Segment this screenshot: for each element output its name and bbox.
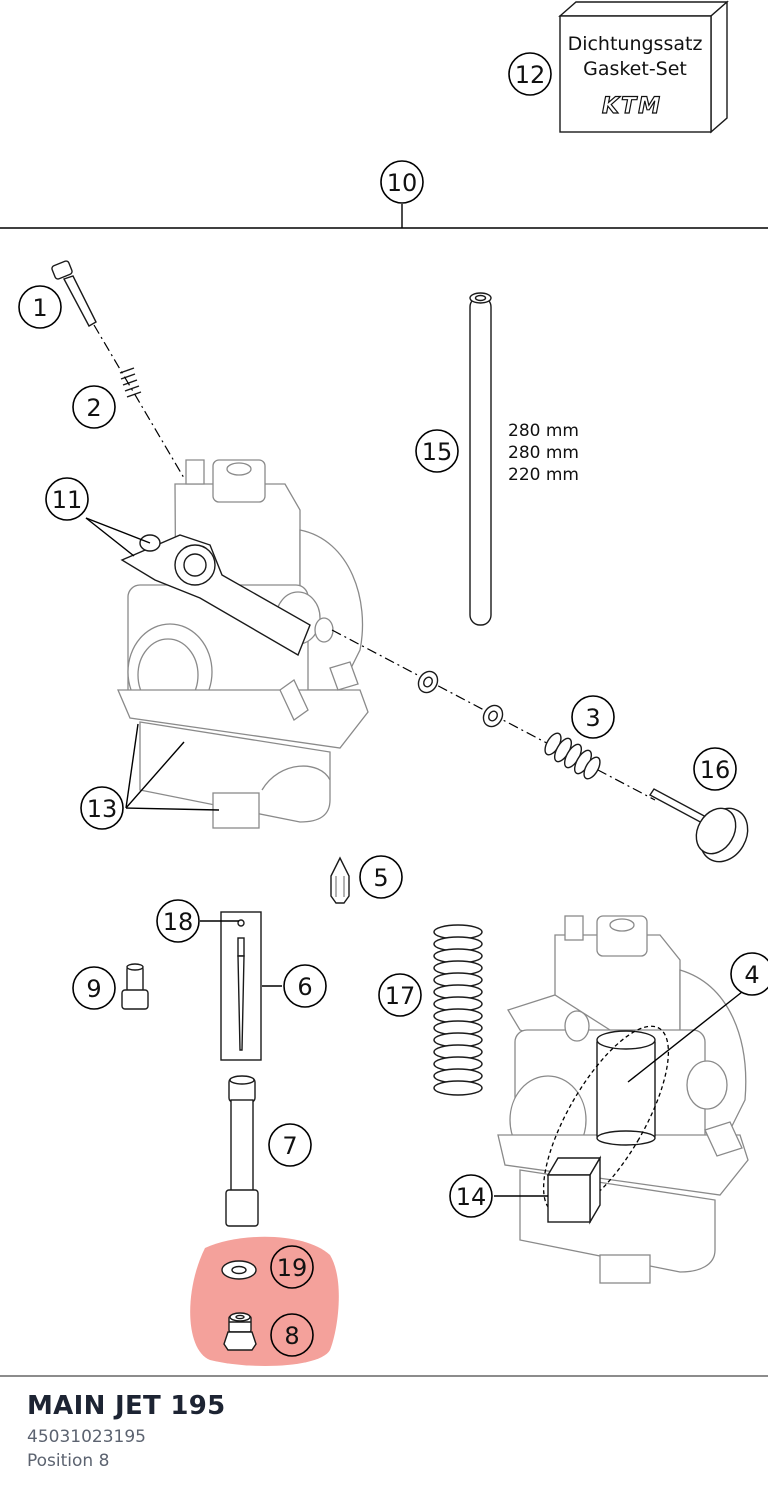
part-title: MAIN JET 195 bbox=[27, 1391, 226, 1421]
callout-19[interactable]: 19 bbox=[270, 1245, 314, 1289]
callout-label-13: 13 bbox=[87, 795, 118, 823]
callout-label-6: 6 bbox=[297, 973, 312, 1001]
part-info-panel: MAIN JET 195 45031023195 Position 8 bbox=[0, 1375, 768, 1491]
callout-label-17: 17 bbox=[385, 982, 416, 1010]
callout-label-18: 18 bbox=[163, 908, 194, 936]
callout-label-7: 7 bbox=[282, 1132, 297, 1160]
part-11-lever[interactable] bbox=[120, 534, 311, 657]
tube-length-1: 280 mm bbox=[508, 421, 579, 441]
callout-label-9: 9 bbox=[86, 975, 101, 1003]
part-3-spring[interactable] bbox=[542, 731, 603, 782]
washer-b bbox=[482, 704, 504, 728]
callout-label-10: 10 bbox=[387, 169, 418, 197]
part-17-spring[interactable] bbox=[433, 924, 483, 1096]
part-19-washer[interactable] bbox=[221, 1260, 257, 1280]
tube-length-2: 280 mm bbox=[508, 443, 579, 463]
part-8-main-jet[interactable] bbox=[223, 1312, 257, 1351]
gasket-set-box[interactable]: Dichtungssatz Gasket-Set KTM bbox=[558, 0, 729, 134]
callout-12[interactable]: 12 bbox=[508, 52, 552, 96]
part-5-float-needle[interactable] bbox=[330, 856, 350, 904]
callout-16[interactable]: 16 bbox=[693, 747, 737, 791]
callout-label-14: 14 bbox=[456, 1183, 487, 1211]
callout-1[interactable]: 1 bbox=[18, 285, 62, 329]
callout-3[interactable]: 3 bbox=[571, 695, 615, 739]
spring-coil bbox=[433, 1080, 483, 1096]
callout-label-16: 16 bbox=[700, 756, 731, 784]
callout-9[interactable]: 9 bbox=[72, 966, 116, 1010]
part-6-jet-needle[interactable] bbox=[220, 911, 262, 1061]
carburetor-body bbox=[117, 459, 369, 829]
gasket-box-line2: Gasket-Set bbox=[583, 58, 687, 80]
callout-label-1: 1 bbox=[32, 294, 47, 322]
part-2-spring[interactable] bbox=[119, 367, 142, 398]
gasket-box-line1: Dichtungssatz bbox=[568, 33, 703, 55]
callout-5[interactable]: 5 bbox=[359, 855, 403, 899]
part-14-float[interactable] bbox=[546, 1155, 602, 1225]
callout-11[interactable]: 11 bbox=[45, 477, 89, 521]
carburetor-body-2 bbox=[497, 915, 749, 1284]
part-position: Position 8 bbox=[27, 1451, 110, 1471]
callout-label-5: 5 bbox=[373, 864, 388, 892]
callout-10[interactable]: 10 bbox=[380, 160, 424, 204]
callout-label-15: 15 bbox=[422, 438, 453, 466]
callout-17[interactable]: 17 bbox=[378, 973, 422, 1017]
callout-label-11: 11 bbox=[52, 486, 83, 514]
part-9-jet-holder[interactable] bbox=[121, 963, 149, 1010]
callout-label-19: 19 bbox=[277, 1254, 308, 1282]
part-1-screw[interactable] bbox=[51, 260, 97, 327]
callout-label-4: 4 bbox=[744, 961, 759, 989]
part-15-tube[interactable] bbox=[469, 292, 492, 626]
part-4-slide[interactable] bbox=[596, 1030, 656, 1146]
callout-6[interactable]: 6 bbox=[283, 964, 327, 1008]
leader-lines bbox=[85, 517, 743, 1197]
exploded-parts-diagram: Dichtungssatz Gasket-Set KTM bbox=[0, 0, 768, 1366]
part-7-needle-jet[interactable] bbox=[225, 1075, 259, 1227]
callout-7[interactable]: 7 bbox=[268, 1123, 312, 1167]
part-number: 45031023195 bbox=[27, 1427, 146, 1447]
part-16-adjuster-screw[interactable] bbox=[648, 788, 757, 870]
tube-length-3: 220 mm bbox=[508, 465, 579, 485]
callout-13[interactable]: 13 bbox=[80, 786, 124, 830]
callout-label-2: 2 bbox=[86, 394, 101, 422]
axis-line-1 bbox=[93, 324, 185, 479]
callout-label-3: 3 bbox=[585, 704, 600, 732]
callout-4[interactable]: 4 bbox=[730, 952, 768, 996]
washer-a bbox=[417, 670, 439, 694]
callout-14[interactable]: 14 bbox=[449, 1174, 493, 1218]
callout-8[interactable]: 8 bbox=[270, 1313, 314, 1357]
callout-2[interactable]: 2 bbox=[72, 385, 116, 429]
callout-18[interactable]: 18 bbox=[156, 899, 200, 943]
highlight-blob bbox=[190, 1236, 339, 1366]
callout-label-12: 12 bbox=[515, 61, 546, 89]
callout-label-8: 8 bbox=[284, 1322, 299, 1350]
ktm-logo: KTM bbox=[602, 94, 662, 119]
callout-15[interactable]: 15 bbox=[415, 429, 459, 473]
